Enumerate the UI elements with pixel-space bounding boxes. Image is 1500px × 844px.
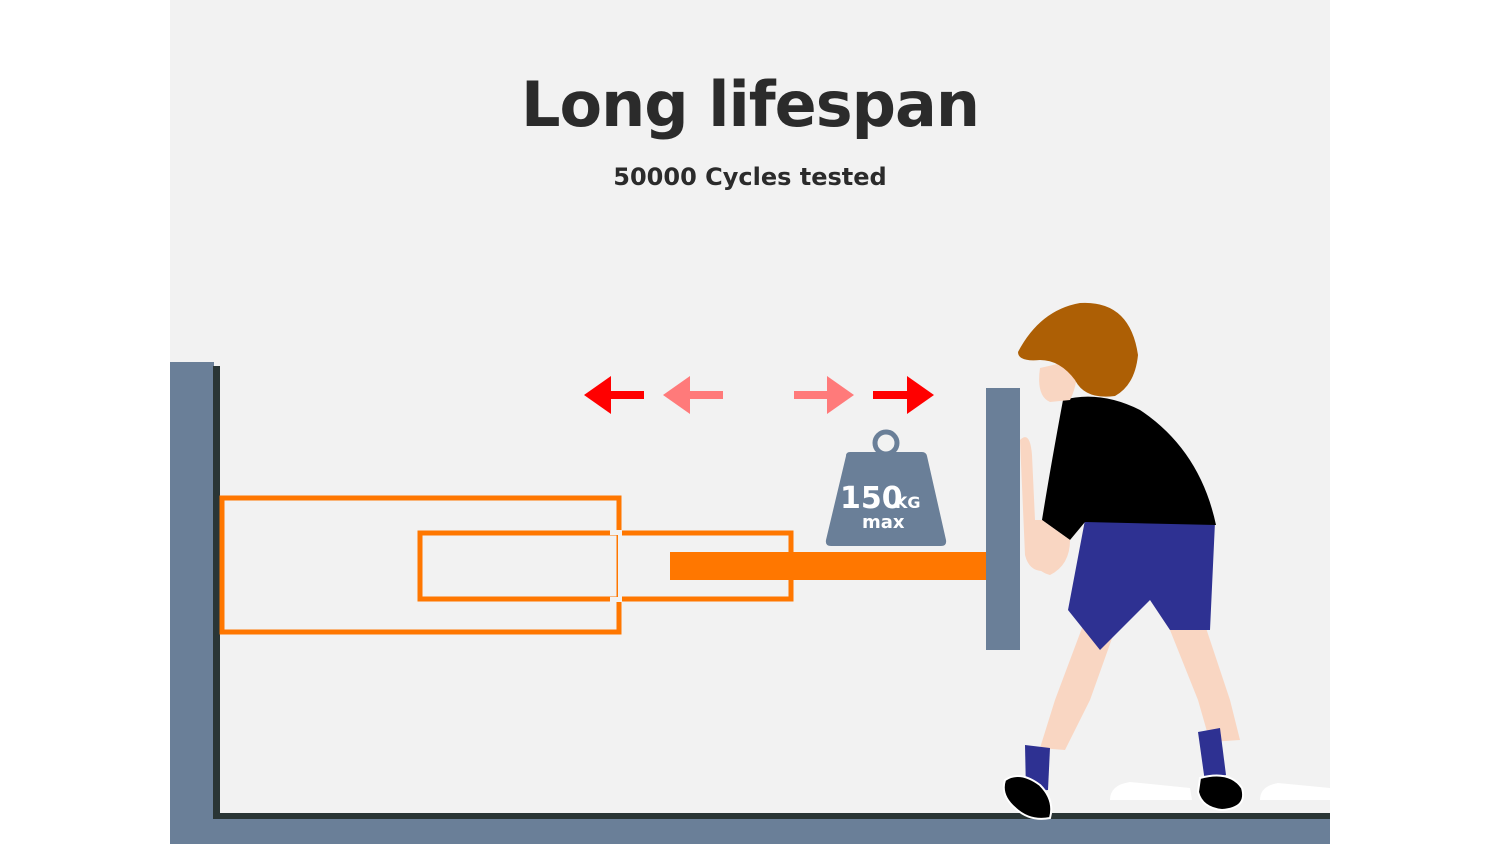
arrow-right-icon xyxy=(873,376,934,414)
wall-edge xyxy=(213,366,220,818)
drawer-front-panel xyxy=(986,388,1020,650)
arrow-left-icon xyxy=(584,376,644,414)
weight-icon: 150 KG max xyxy=(825,429,947,546)
arrow-left-faded-icon xyxy=(663,376,723,414)
slide-gap-mid xyxy=(618,531,622,601)
person-shoe-front xyxy=(1002,775,1053,820)
person-shorts xyxy=(1068,520,1215,650)
person-sock-back xyxy=(1198,728,1226,782)
person-shirt xyxy=(1042,396,1216,540)
slide-gap-top xyxy=(610,530,622,535)
person-leg-back xyxy=(1170,625,1240,742)
weight-value: 150 xyxy=(840,481,903,516)
slide-rod xyxy=(670,552,986,580)
page-title: Long lifespan xyxy=(521,68,980,141)
arrow-right-faded-icon xyxy=(794,376,854,414)
illustration-canvas: Long lifespan 50000 Cycles tested xyxy=(170,0,1330,844)
person-arm-front xyxy=(1027,520,1070,575)
weight-qualifier: max xyxy=(862,512,905,533)
wall-left-slab xyxy=(170,362,214,844)
person-shoe-back xyxy=(1196,774,1244,812)
scene-svg: 150 KG max xyxy=(170,302,1330,844)
weight-unit: KG xyxy=(895,493,921,512)
motion-lines xyxy=(1110,782,1330,800)
floor-edge xyxy=(213,813,1330,819)
person-leg-front xyxy=(1040,620,1115,750)
slide-gap-bottom xyxy=(610,597,622,602)
person-hair xyxy=(1018,302,1138,397)
person-figure xyxy=(1002,302,1244,820)
page-subtitle: 50000 Cycles tested xyxy=(613,163,887,191)
wall xyxy=(170,362,1330,844)
